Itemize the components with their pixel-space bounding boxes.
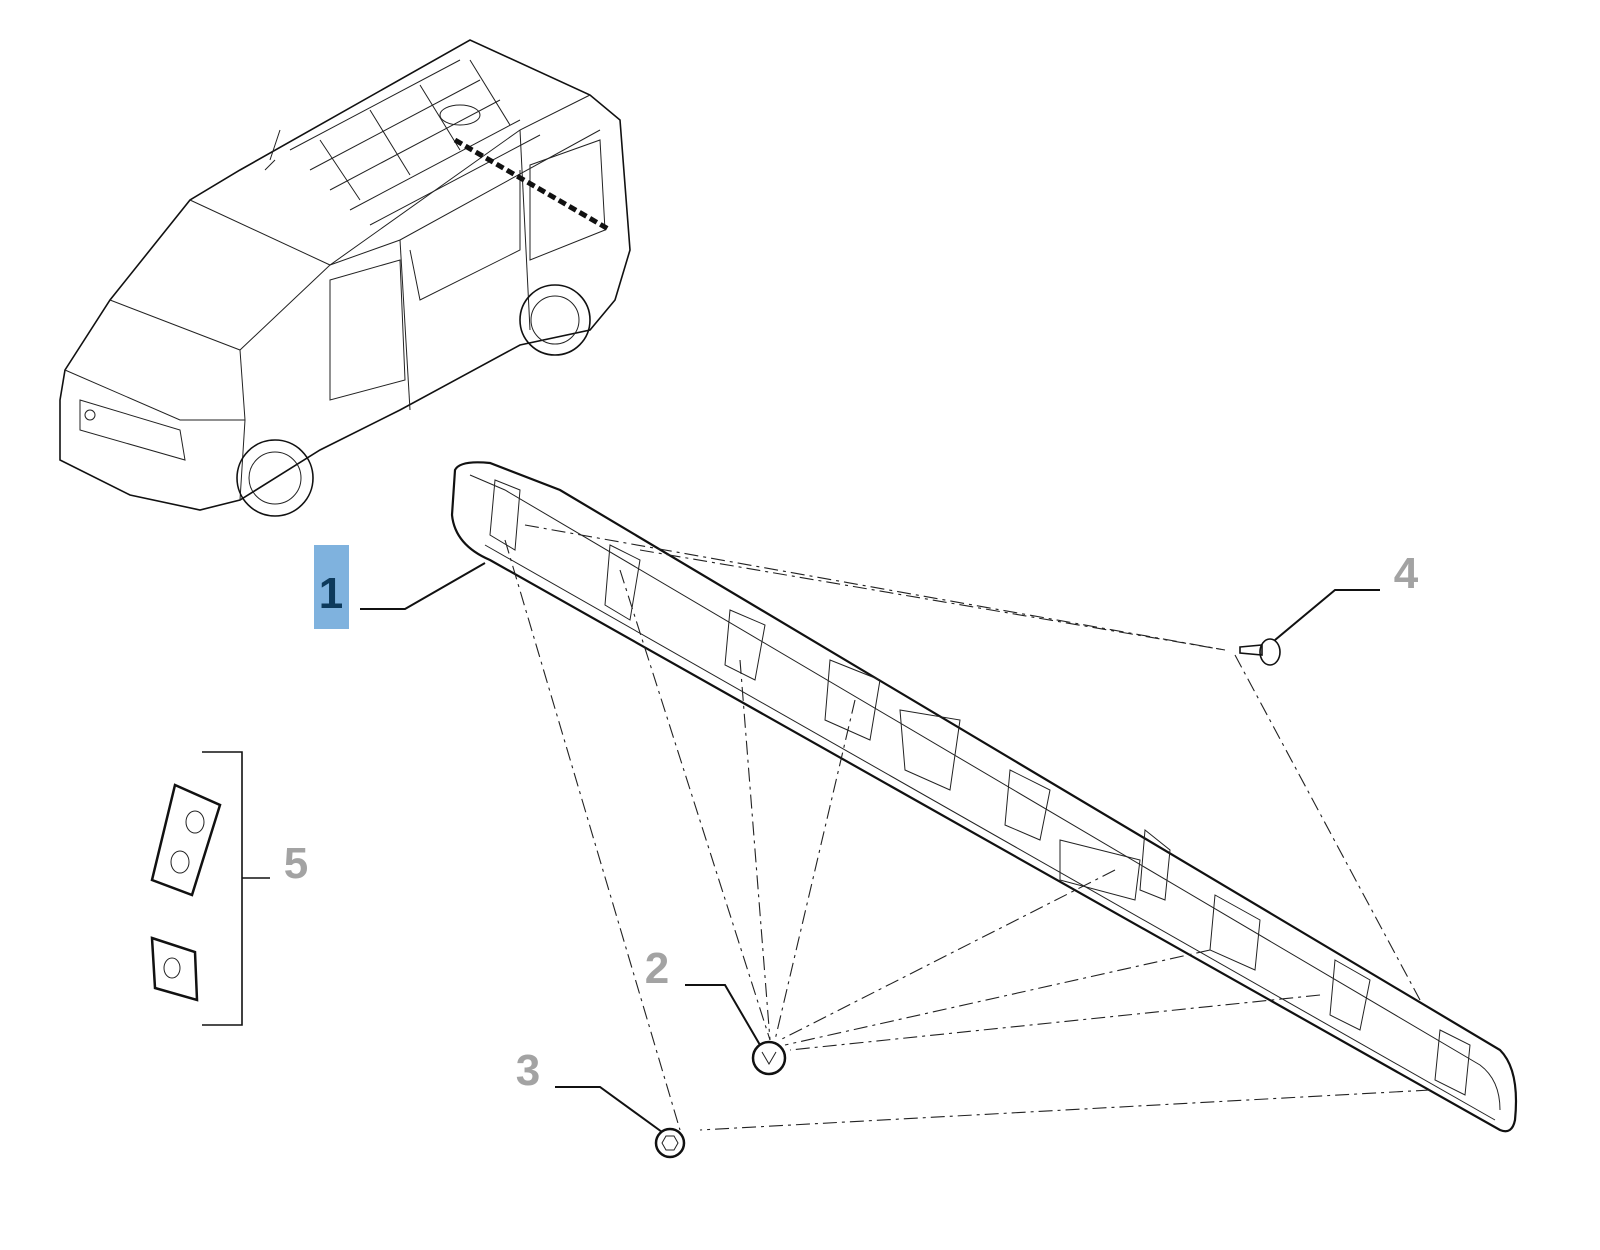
leader-lines — [360, 562, 1380, 1133]
trim-bar-part-1[interactable] — [450, 461, 1518, 1133]
callout-3[interactable]: 3 — [516, 1046, 540, 1095]
assembly-lines — [504, 524, 1431, 1131]
pads-part-5[interactable] — [150, 751, 270, 1026]
clip-part-4[interactable] — [1239, 638, 1281, 666]
clip-part-2[interactable] — [751, 1040, 787, 1076]
callout-4[interactable]: 4 — [1394, 549, 1419, 598]
callout-5[interactable]: 5 — [284, 839, 308, 888]
callout-2[interactable]: 2 — [645, 944, 669, 993]
nut-part-3[interactable] — [654, 1127, 686, 1159]
van-illustration — [59, 39, 631, 517]
callout-1[interactable]: 1 — [319, 569, 343, 618]
callout-1-highlight — [314, 545, 349, 629]
